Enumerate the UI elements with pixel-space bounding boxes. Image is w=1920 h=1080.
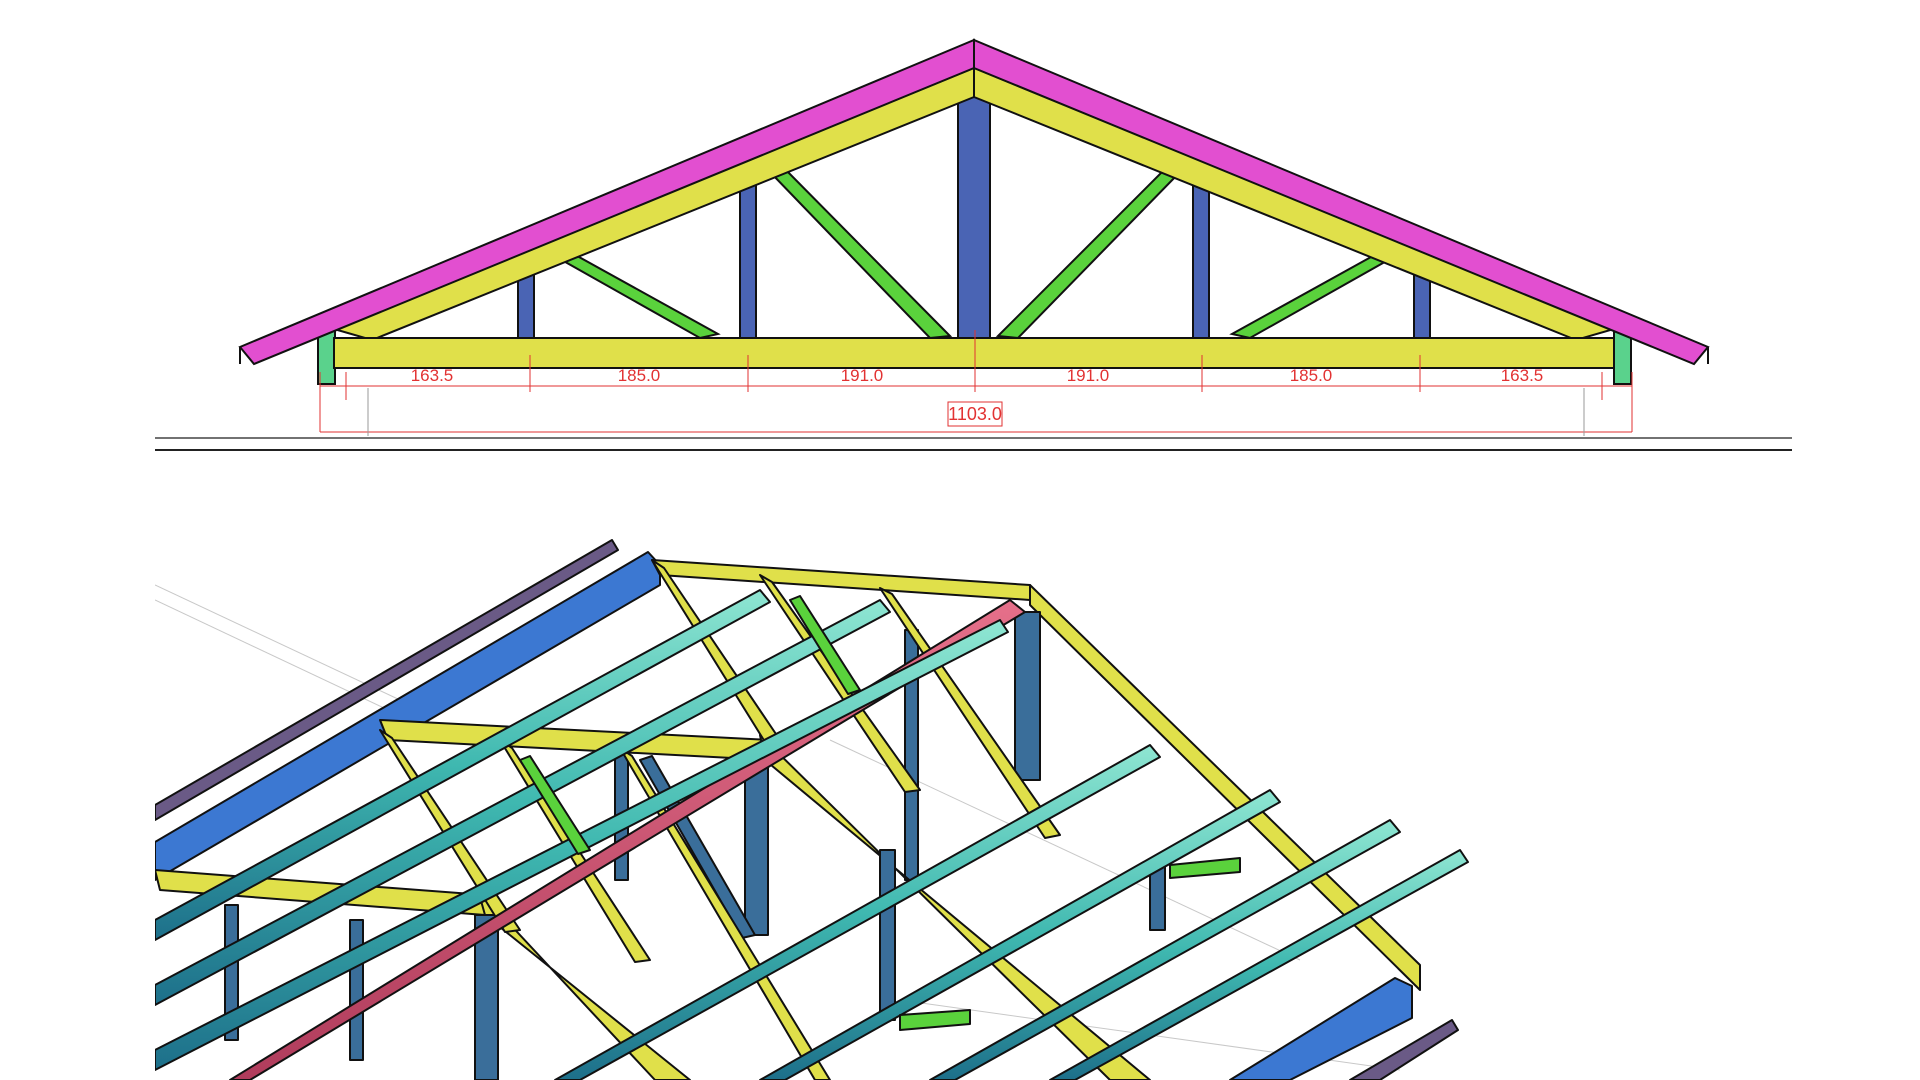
rafter-left (238, 38, 975, 366)
front-fascia (1349, 1019, 1459, 1080)
purlin (155, 599, 891, 1006)
dimension-lines (319, 330, 1633, 436)
left-bearing-block (317, 329, 336, 385)
diagonal-braces (519, 595, 1241, 1031)
dimension-label: 185.0 (1290, 366, 1333, 385)
diagonal-1 (558, 250, 721, 340)
front-eave-board (1229, 977, 1413, 1080)
back-fascia (155, 539, 619, 821)
dimension-label: 163.5 (411, 366, 454, 385)
diagonal-3 (995, 164, 1182, 340)
rafter-right (973, 38, 1710, 366)
king-post (957, 87, 991, 339)
dimension-label: 163.5 (1501, 366, 1544, 385)
diagonal-2 (768, 164, 953, 340)
purlin (759, 789, 1281, 1080)
post-3 (1192, 179, 1210, 339)
post-2 (739, 179, 757, 339)
dimension-label: 191.0 (1067, 366, 1110, 385)
purlin (554, 744, 1161, 1080)
purlin (1049, 849, 1469, 1080)
truss-isometric-view (155, 539, 1469, 1080)
dimension-label: 191.0 (841, 366, 884, 385)
purlin (155, 589, 771, 941)
diagonal-4 (1229, 250, 1392, 340)
truss-back (651, 559, 1421, 991)
bottom-chord (333, 337, 1615, 369)
truss-elevation: 163.5 185.0 191.0 191.0 185.0 163.5 1103… (155, 38, 1792, 451)
purlin (929, 819, 1401, 1080)
dimension-label: 185.0 (618, 366, 661, 385)
total-span-label: 1103.0 (948, 404, 1002, 424)
